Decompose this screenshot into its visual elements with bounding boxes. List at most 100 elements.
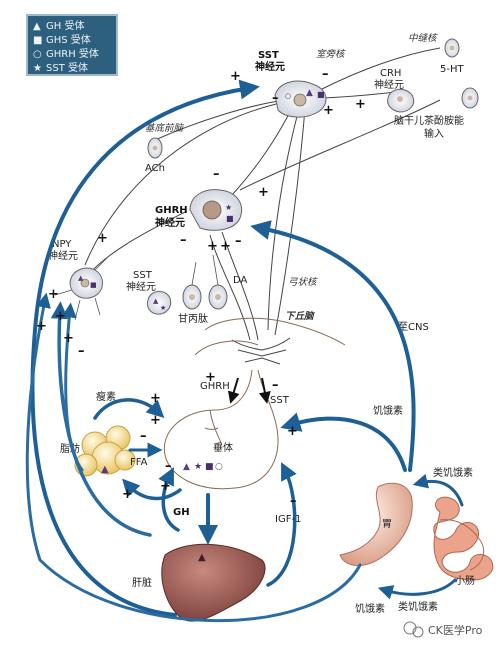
- serotonin-label: 5-HT: [440, 64, 464, 75]
- ach-label: ACh: [145, 163, 165, 174]
- crh-label: CRH: [380, 68, 401, 79]
- svg-text:–: –: [290, 494, 297, 509]
- svg-text:–: –: [213, 167, 220, 182]
- leptin-to-npy-arrow: [61, 302, 84, 472]
- legend-item-sst: SST 受体: [46, 62, 88, 74]
- svg-text:–: –: [235, 234, 242, 249]
- raphe-label: 中缝核: [408, 32, 438, 44]
- svg-text:+: +: [258, 185, 269, 200]
- ffa-label: FFA: [130, 457, 148, 468]
- watermark-text: CK医学Pro: [428, 623, 483, 637]
- gh-feedback-arrow: [30, 79, 260, 617]
- sst-neuron-label-2: 神经元: [255, 60, 285, 73]
- gh-receptor-icon-5: ▲: [101, 464, 109, 475]
- sst-receptor-icon: ★: [225, 203, 232, 212]
- sst-release-label: SST: [270, 395, 290, 406]
- crh-neuron: CRH 神经元: [374, 68, 415, 113]
- svg-text:–: –: [140, 429, 147, 444]
- arcuate-label: 弓状核: [288, 276, 318, 288]
- svg-text:+: +: [287, 424, 298, 439]
- gh-loop-arrow: [158, 467, 180, 532]
- liver: ▲ 肝脏: [132, 543, 266, 622]
- svg-text:+: +: [220, 239, 231, 254]
- intestine-label: 小肠: [455, 575, 475, 587]
- brainstem-neuron: 脑干儿茶酚胺能 输入: [394, 87, 479, 140]
- regulation-signs: + – – + + – + – + + – + + + + + – + + – …: [36, 67, 366, 509]
- sst-receptor-icon-2: ★: [160, 304, 166, 312]
- brainstem-label: 脑干儿茶酚胺能: [394, 114, 464, 127]
- ghrh-release-arrow: [227, 377, 240, 404]
- igf1-arrow: [266, 462, 297, 587]
- sst-neuron-main: ▲ ○ ■ SST 神经元: [255, 50, 327, 118]
- svg-text:+: +: [55, 309, 66, 324]
- plus-sign: +: [205, 370, 216, 385]
- watermark: CK医学Pro: [403, 621, 483, 638]
- ghrelin-like-top-arrow: [412, 473, 464, 507]
- pituitary-outline: [163, 317, 346, 490]
- ghrh-release-label: GHRH: [200, 381, 230, 392]
- pituitary-label: 垂体: [213, 442, 233, 454]
- sst-small-label: SST: [133, 270, 153, 281]
- ach-neuron: ACh 基底前脑: [145, 122, 185, 174]
- ghrh-receptor-legend-icon: ○: [33, 49, 42, 60]
- legend-item-ghs: GHS 受体: [46, 34, 91, 46]
- gh-receptor-icon-2: ▲: [78, 274, 84, 282]
- stomach: 胃: [339, 482, 413, 566]
- legend-item-ghrh: GHRH 受体: [46, 48, 99, 60]
- ghrh-receptor-icon-2: ○: [215, 462, 223, 472]
- svg-text:+: +: [36, 319, 47, 334]
- svg-text:–: –: [165, 459, 172, 474]
- pituitary-receptors: ▲ ★ ■ ○: [183, 462, 223, 472]
- galanin-label: 甘丙肽: [178, 312, 208, 325]
- igf1-label: IGF-1: [275, 514, 301, 525]
- svg-text:+: +: [355, 97, 366, 112]
- svg-text:+: +: [63, 331, 74, 346]
- ghrh-receptor-icon: ○: [285, 92, 291, 100]
- svg-text:+: +: [160, 479, 171, 494]
- galanin-neuron: 甘丙肽: [178, 261, 208, 325]
- ghrelin-to-pituitary-arrow: [280, 412, 407, 472]
- minus-sign: –: [272, 378, 279, 393]
- ghs-receptor-icon-3: ■: [90, 281, 97, 289]
- leptin-to-pituitary-arrow: [93, 398, 165, 420]
- ghrelin-like-bottom-arrow: [377, 578, 457, 600]
- ghs-receptor-icon: ■: [317, 90, 325, 99]
- svg-text:+: +: [122, 487, 133, 502]
- neural-fibers: [84, 47, 441, 365]
- sst-receptor-legend-icon: ★: [33, 63, 42, 74]
- ghrelin-top-label: 饥饿素: [373, 404, 403, 417]
- ghrh-neuron: ★ ■ GHRH 神经元: [155, 189, 243, 231]
- npy-neuron-label: NPY: [52, 239, 72, 250]
- gh-to-fat-arrow: [122, 478, 182, 501]
- stomach-label: 胃: [382, 518, 392, 530]
- svg-text:+: +: [207, 239, 218, 254]
- svg-text:–: –: [322, 67, 329, 82]
- legend-item-gh: GH 受体: [46, 20, 84, 32]
- svg-text:+: +: [48, 287, 59, 302]
- crh-label-2: 神经元: [374, 78, 404, 91]
- da-neuron: DA: [208, 254, 248, 310]
- leptin-label: 瘦素: [96, 390, 116, 403]
- npy-neuron-label-2: 神经元: [48, 249, 78, 262]
- svg-text:+: +: [230, 69, 241, 84]
- svg-text:–: –: [180, 233, 187, 248]
- liver-label: 肝脏: [132, 576, 152, 589]
- svg-text:+: +: [150, 413, 161, 428]
- gh-receptor-legend-icon: ▲: [33, 21, 41, 32]
- gh-receptor-icon: ▲: [306, 88, 313, 98]
- ghs-receptor-icon-4: ■: [205, 462, 214, 472]
- brainstem-label-2: 输入: [424, 127, 444, 140]
- ghrelin-bottom-label: 饥饿素: [355, 602, 385, 615]
- svg-text:–: –: [272, 91, 279, 106]
- ghrh-neuron-label: GHRH: [155, 205, 188, 216]
- hypothalamus-label: 下丘脑: [285, 310, 315, 322]
- sst-release-arrow: [258, 377, 271, 404]
- blue-arrows: [25, 79, 464, 623]
- to-cns-label: 至CNS: [398, 321, 429, 333]
- gh-receptor-icon-6: ▲: [198, 552, 206, 563]
- da-label: DA: [233, 275, 248, 286]
- serotonin-neuron: 5-HT 中缝核: [408, 32, 464, 75]
- paraventricular-label: 室旁核: [316, 48, 346, 60]
- ghrelin-like-top-label: 类饥饿素: [433, 466, 473, 479]
